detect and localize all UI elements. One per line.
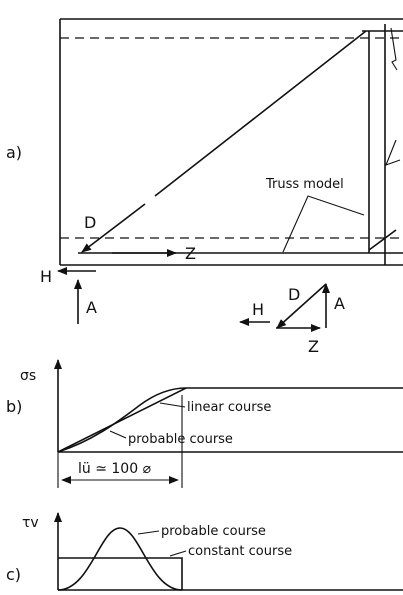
probable-course-label-c: probable course	[161, 524, 266, 539]
panel-a: a) Z D Truss model H A	[6, 18, 403, 356]
constant-course-line	[58, 557, 183, 590]
length-label: lü ≃ 100 ⌀	[78, 461, 152, 477]
polygon-label-A: A	[334, 294, 345, 313]
constant-course-label: constant course	[188, 544, 292, 559]
panel-c: c) τv probable course constant course	[6, 512, 403, 591]
panel-c-label: c)	[6, 565, 21, 584]
linear-course-leader	[159, 402, 186, 408]
strut-diagonal-upper	[154, 30, 367, 197]
probable-course-leader-b	[109, 430, 127, 439]
probable-course-label-b: probable course	[128, 432, 233, 447]
polygon-label-H: H	[252, 300, 264, 319]
crack-mark	[390, 27, 398, 71]
polygon-D-arrow	[276, 283, 327, 329]
truss-small-diagonal	[368, 229, 397, 251]
support-mark	[385, 139, 401, 166]
strut-diagonal-arrow	[81, 203, 146, 253]
truss-model-leader	[282, 195, 365, 253]
polygon-label-D: D	[288, 285, 300, 304]
polygon-label-Z: Z	[308, 337, 319, 356]
panel-b-label: b)	[6, 397, 22, 416]
panel-b: b) σs linear course probable course lü ≃…	[6, 359, 403, 488]
label-Z: Z	[185, 244, 196, 263]
force-polygon: H D A Z	[239, 283, 345, 356]
linear-course-label: linear course	[187, 400, 271, 415]
label-H: H	[40, 267, 52, 286]
truss-model-label: Truss model	[265, 177, 344, 192]
probable-course-curve	[57, 387, 187, 453]
probable-course-hump	[57, 527, 183, 591]
label-D: D	[84, 213, 96, 232]
sigma-axis-label: σs	[20, 368, 36, 384]
panel-a-label: a)	[6, 143, 22, 162]
tau-axis-label: τv	[22, 515, 39, 531]
probable-course-leader-c	[137, 530, 160, 535]
label-A: A	[86, 298, 97, 317]
constant-course-leader	[169, 550, 187, 557]
